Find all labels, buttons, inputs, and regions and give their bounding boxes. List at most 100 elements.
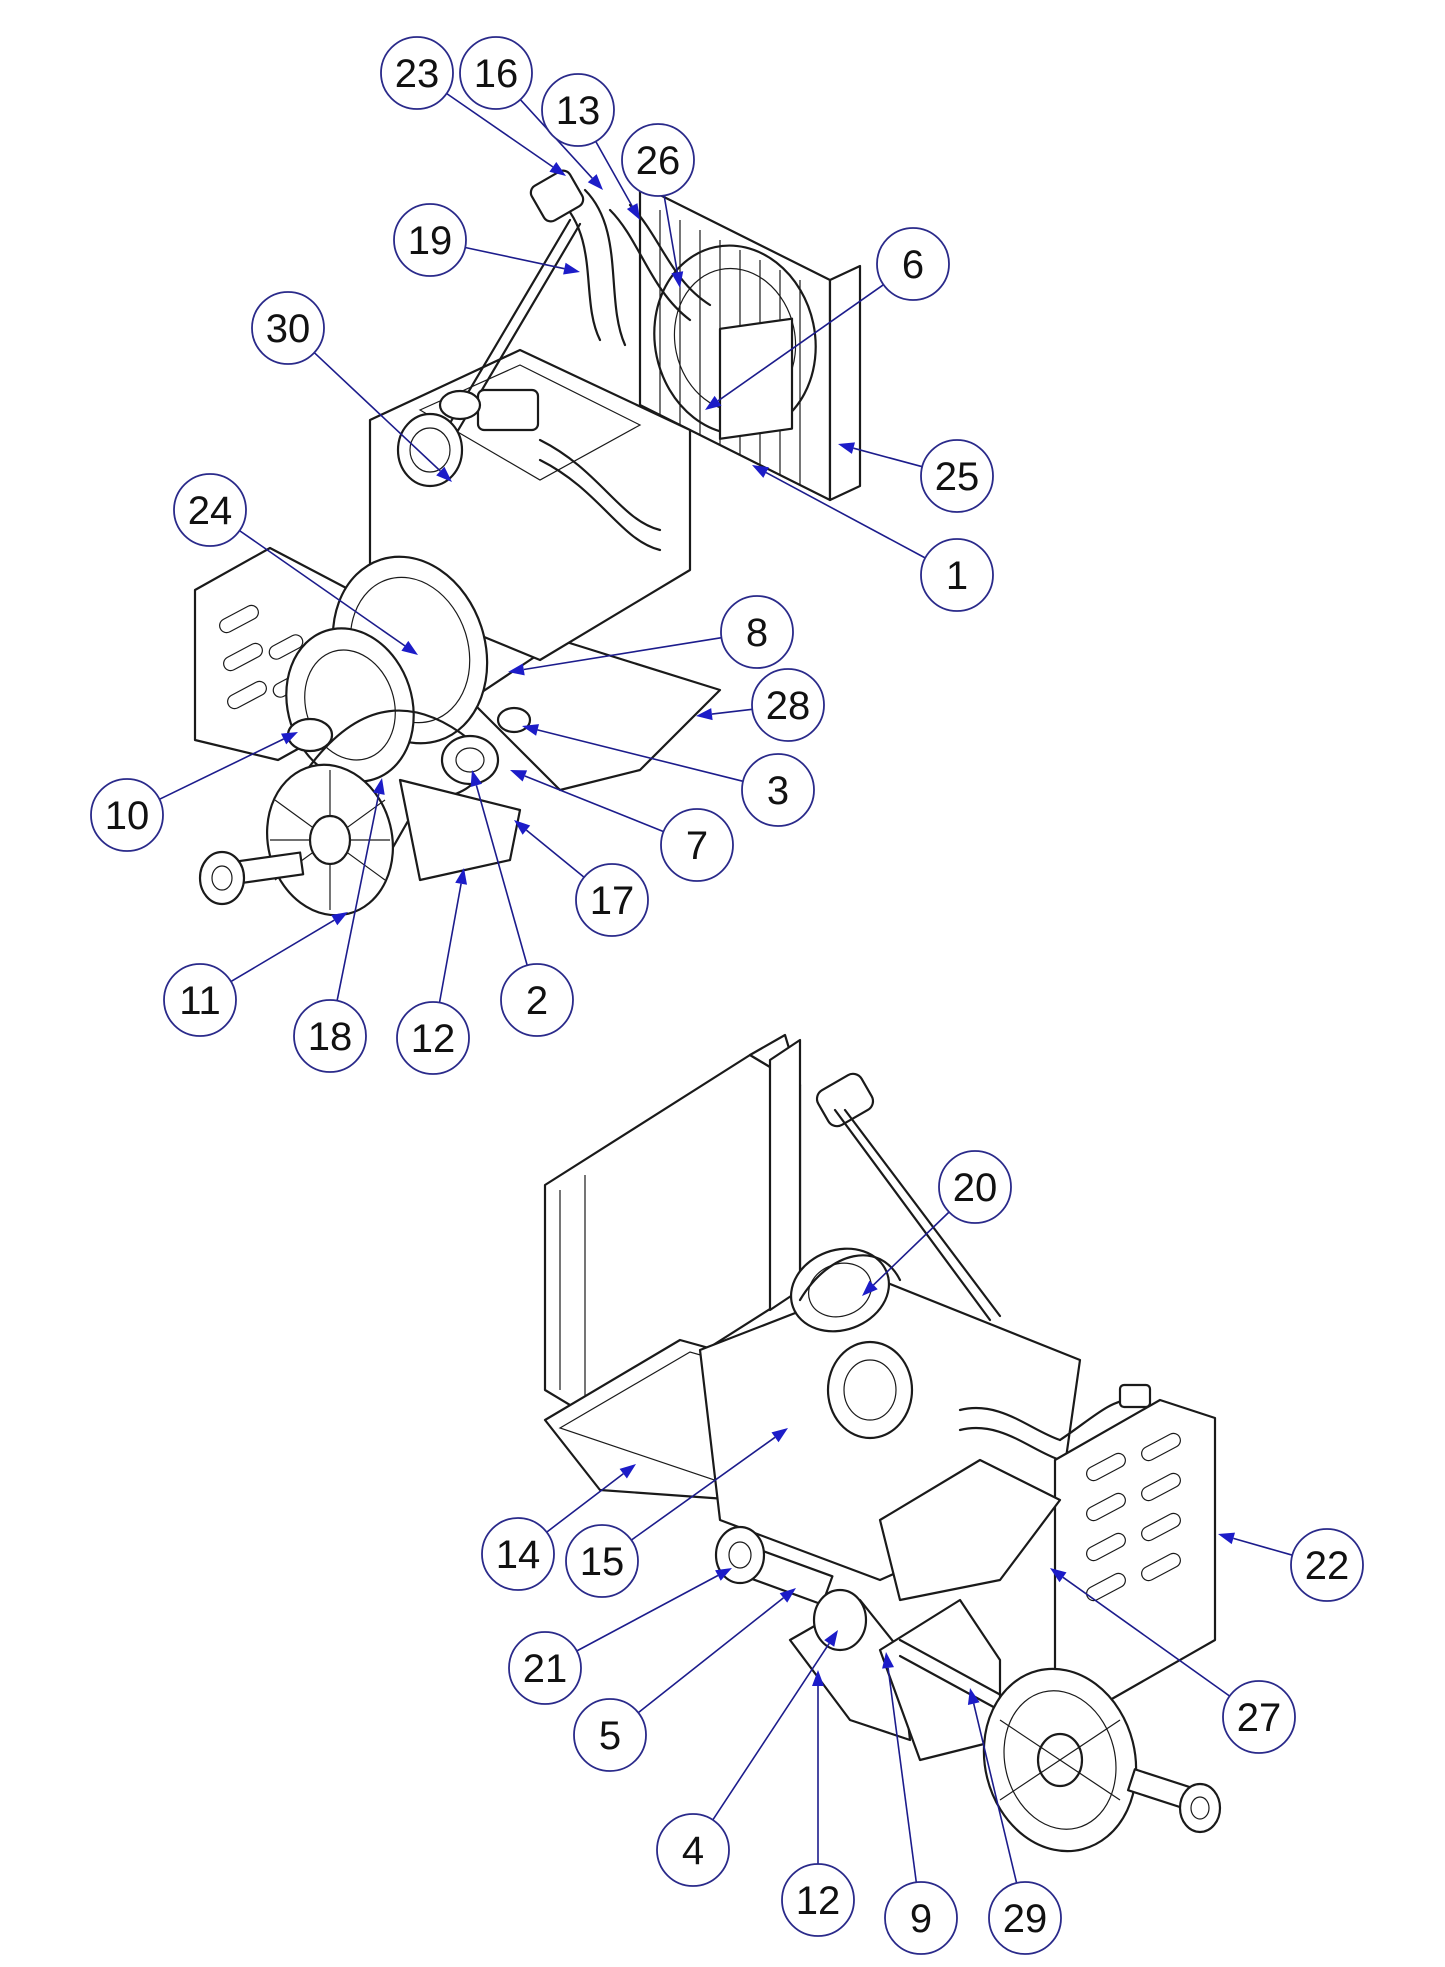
arrowhead: [373, 778, 385, 795]
leader-line: [313, 352, 441, 472]
arrowhead: [752, 465, 769, 478]
callout-1: 1: [752, 465, 994, 612]
callout-6: 6: [705, 227, 950, 410]
arrowhead: [626, 203, 640, 220]
callout-circle: [90, 778, 164, 852]
callout-number: 6: [902, 243, 924, 287]
callout-number: 22: [1305, 1544, 1350, 1588]
arrowhead: [281, 732, 298, 745]
callout-13: 13: [541, 73, 640, 220]
arrowhead: [619, 1464, 636, 1479]
leader-line: [630, 1436, 776, 1541]
arrowhead: [549, 162, 566, 176]
callout-29: 29: [967, 1688, 1062, 1955]
arrowhead: [1218, 1532, 1235, 1545]
callout-circle: [720, 595, 794, 669]
callout-circle: [396, 1001, 470, 1075]
callout-20: 20: [862, 1150, 1012, 1296]
callout-circle: [459, 36, 533, 110]
leader-line: [853, 447, 923, 468]
callout-number: 4: [682, 1829, 704, 1873]
arrowhead: [838, 442, 855, 454]
arrowhead: [779, 1588, 796, 1603]
callout-number: 15: [580, 1540, 625, 1584]
callout-number: 8: [746, 611, 768, 655]
callout-8: 8: [508, 595, 794, 676]
callout-circle: [163, 963, 237, 1037]
callout-number: 30: [266, 307, 311, 351]
callout-12: 12: [396, 868, 470, 1075]
callout-15: 15: [565, 1428, 788, 1598]
callout-2: 2: [470, 770, 574, 1037]
callout-17: 17: [514, 820, 649, 937]
callout-circle: [660, 808, 734, 882]
callout-21: 21: [508, 1568, 732, 1705]
callout-3: 3: [522, 724, 815, 827]
arrowhead: [508, 663, 525, 676]
callout-11: 11: [163, 912, 348, 1037]
leader-line: [465, 246, 565, 270]
arrowhead: [587, 174, 603, 190]
callout-22: 22: [1218, 1528, 1364, 1602]
leader-line: [717, 284, 884, 402]
callout-number: 29: [1003, 1897, 1048, 1941]
callout-number: 20: [953, 1166, 998, 1210]
callout-circle: [656, 1813, 730, 1887]
callout-14: 14: [481, 1464, 636, 1591]
arrowhead: [510, 770, 528, 782]
callout-circle: [481, 1517, 555, 1591]
callout-number: 26: [636, 139, 681, 183]
engine-assembly-lower-view: [543, 1033, 1222, 1853]
arrowhead: [824, 1630, 838, 1647]
arrowhead: [812, 1670, 824, 1686]
leader-line: [524, 775, 664, 833]
callout-28: 28: [696, 668, 825, 742]
leader-line: [972, 1703, 1018, 1884]
callout-number: 12: [411, 1017, 456, 1061]
callout-9: 9: [882, 1652, 958, 1955]
arrowhead: [696, 708, 713, 721]
arrowhead: [882, 1652, 894, 1669]
callout-4: 4: [656, 1630, 838, 1887]
arrowhead: [436, 466, 452, 482]
callout-27: 27: [1050, 1568, 1296, 1754]
leader-line: [475, 785, 528, 966]
callout-circle: [751, 668, 825, 742]
callout-23: 23: [380, 36, 566, 176]
callout-5: 5: [573, 1588, 796, 1772]
callout-circle: [876, 227, 950, 301]
arrowhead: [967, 1688, 980, 1705]
callout-circle: [884, 1881, 958, 1955]
callout-number: 23: [395, 52, 440, 96]
callout-7: 7: [510, 770, 734, 882]
callout-circle: [508, 1631, 582, 1705]
leader-line: [239, 529, 406, 647]
leader-line: [1062, 1576, 1231, 1697]
callout-number: 27: [1237, 1696, 1282, 1740]
callout-circle: [1290, 1528, 1364, 1602]
leader-line: [336, 793, 380, 1001]
leader-line: [887, 1667, 918, 1883]
callout-number: 3: [767, 769, 789, 813]
callout-circle: [621, 123, 695, 197]
callout-number: 7: [686, 824, 708, 868]
arrowhead: [455, 868, 467, 885]
callout-circle: [541, 73, 615, 147]
leader-line: [438, 883, 462, 1003]
callout-circle: [938, 1150, 1012, 1224]
callout-circle: [988, 1881, 1062, 1955]
arrowhead: [715, 1568, 732, 1581]
arrowhead: [331, 912, 348, 926]
callout-number: 14: [496, 1533, 541, 1577]
callout-10: 10: [90, 732, 298, 852]
leader-line: [523, 636, 722, 671]
callout-circle: [1222, 1680, 1296, 1754]
callout-circle: [920, 538, 994, 612]
arrowhead: [1050, 1568, 1067, 1583]
engine-assembly-upper-view: [193, 169, 862, 917]
arrowhead: [705, 395, 722, 410]
callout-24: 24: [173, 473, 418, 655]
callout-number: 1: [946, 554, 968, 598]
callout-number: 10: [105, 794, 150, 838]
